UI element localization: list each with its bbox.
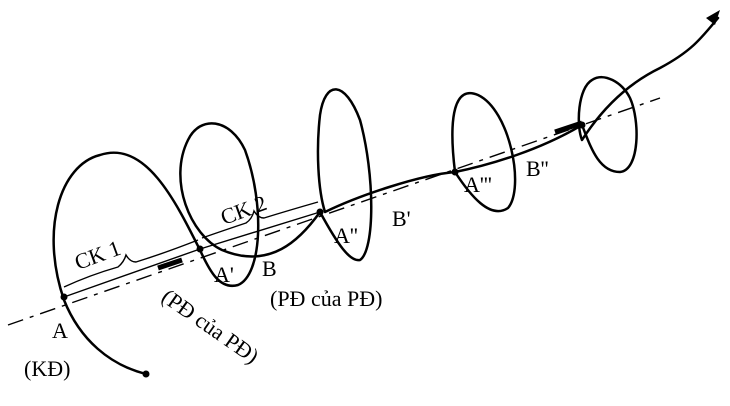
point-A1 (196, 245, 204, 253)
label-PD-of-PD: (PĐ của PĐ) (270, 286, 382, 311)
start-point (142, 370, 150, 378)
point-A (60, 293, 68, 301)
label-B: B (262, 256, 277, 281)
label-CK1: CK 1 (71, 235, 124, 275)
central-axis (7, 97, 661, 326)
label-B2: B'' (526, 156, 549, 181)
point-A2 (316, 208, 324, 216)
label-PD-of-PD-tilted: (PĐ của PĐ) (157, 284, 263, 369)
label-KD: (KĐ) (24, 356, 70, 381)
point-A3 (451, 168, 459, 176)
helix-path (52, 16, 720, 376)
label-A3: A''' (464, 172, 492, 197)
label-A1: A' (214, 262, 234, 287)
label-A2: A'' (334, 223, 358, 248)
label-A: A (52, 318, 68, 343)
cycle-2-bracket (201, 201, 319, 239)
label-B1: B' (392, 206, 411, 231)
axis-thick-dash-2 (554, 120, 583, 135)
point-B2 (578, 121, 586, 129)
arrow-head (706, 10, 720, 25)
cycle-2-segment (199, 211, 321, 250)
cycle-1-segment (63, 248, 201, 298)
cycle-1-bracket (63, 239, 199, 288)
axis-thick-dash-1 (157, 257, 183, 271)
